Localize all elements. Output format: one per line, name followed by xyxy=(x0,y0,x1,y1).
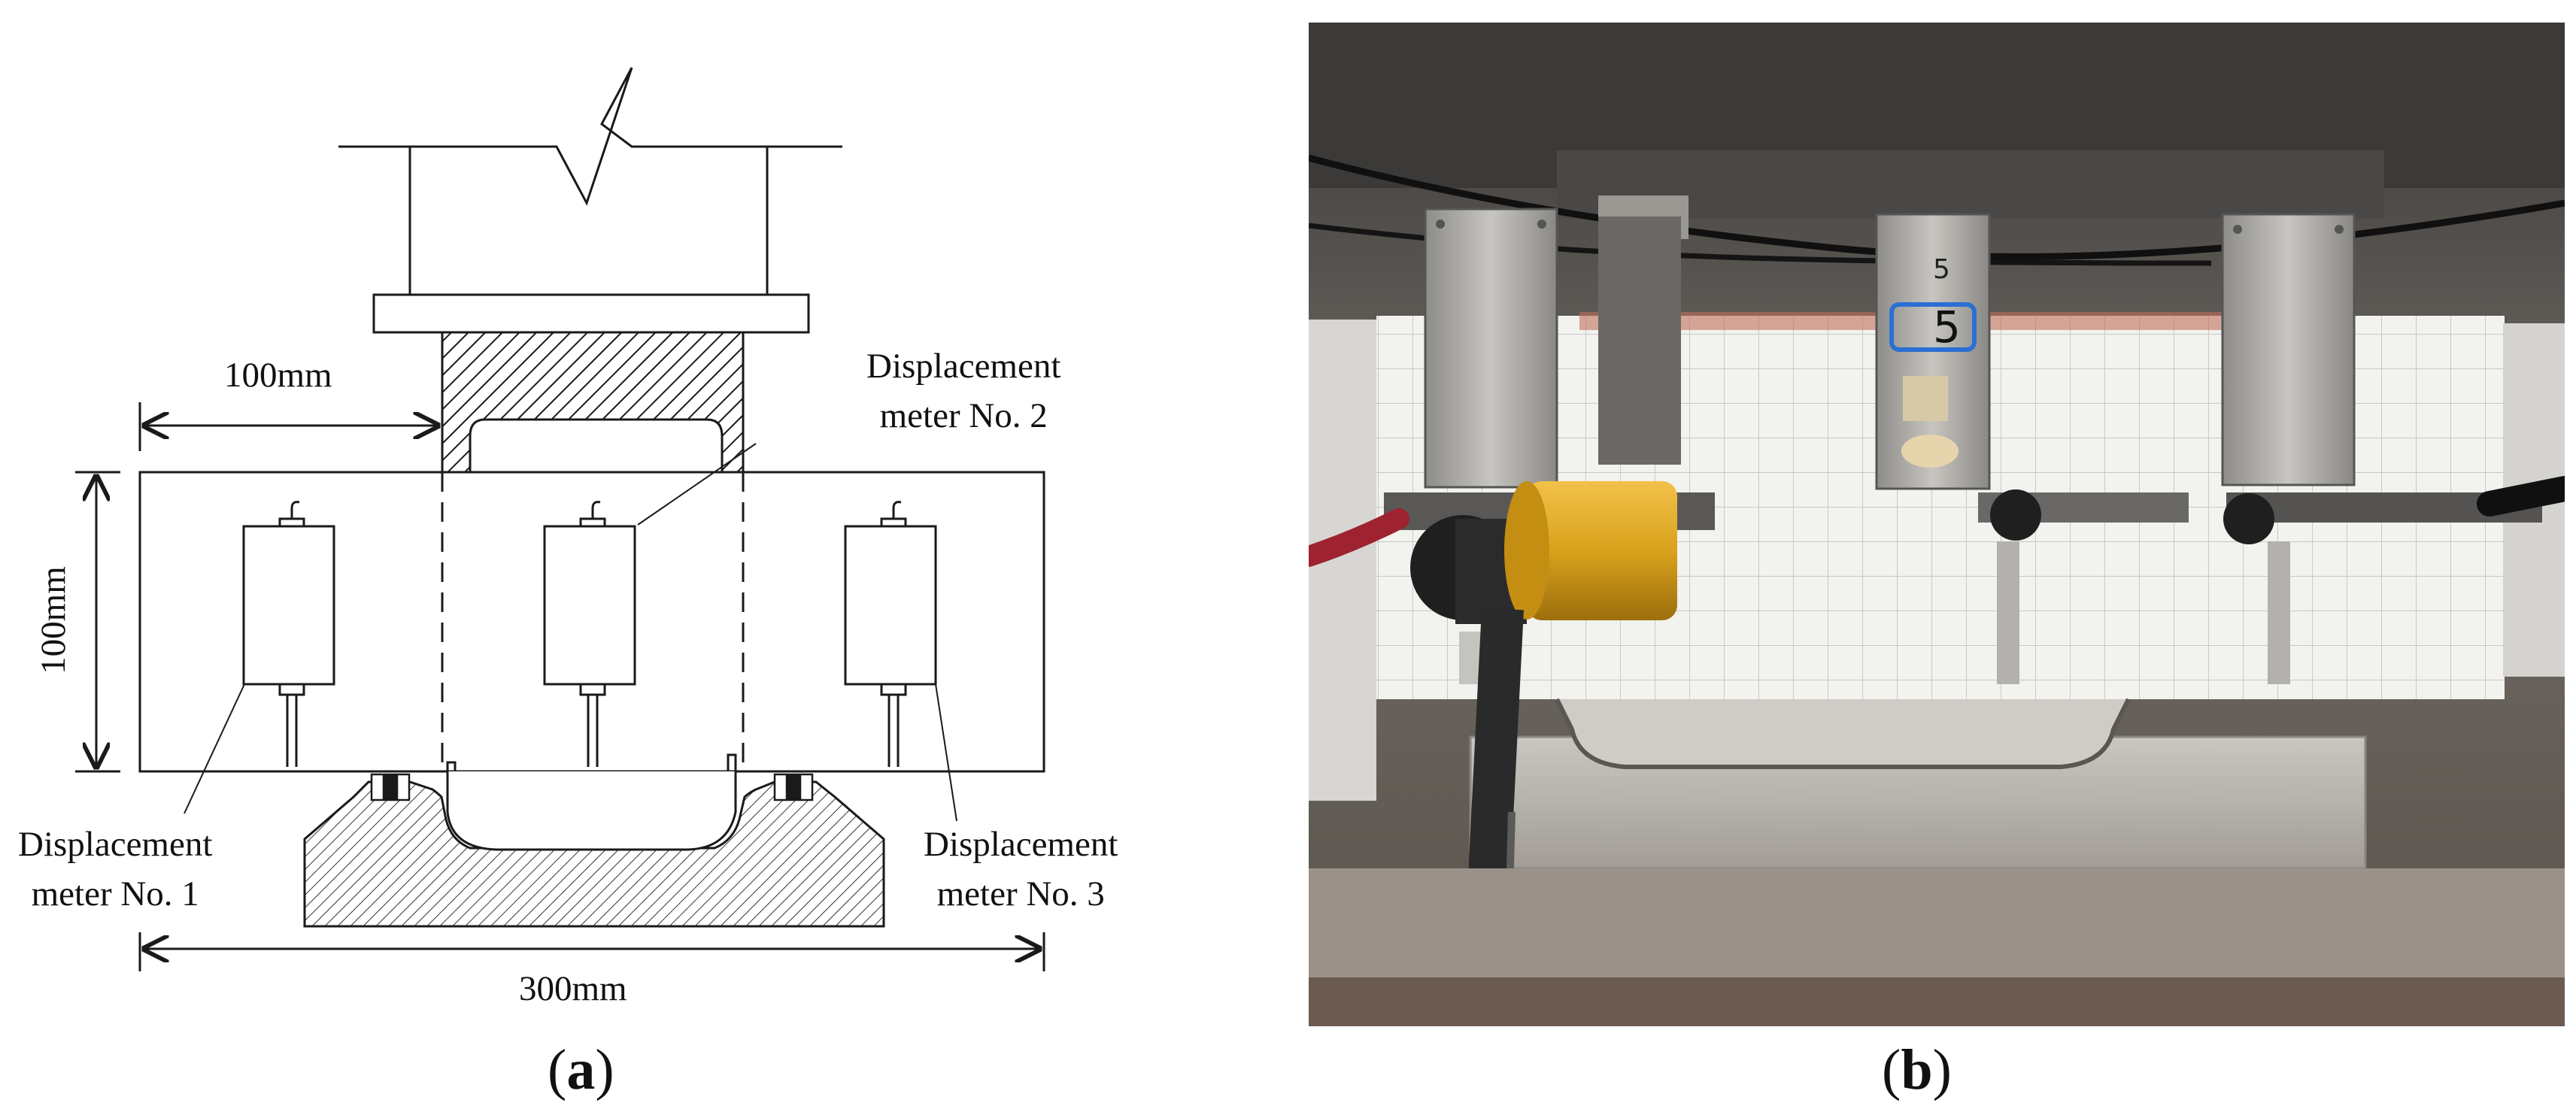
caption-b: (b) xyxy=(1882,1038,1952,1101)
middle-channel xyxy=(446,753,737,771)
bolt-right xyxy=(773,773,814,801)
displacement-meter-1 xyxy=(242,501,335,767)
label-meter-2-line1: Displacement xyxy=(866,347,1061,386)
label-meter-1-line2: meter No. 1 xyxy=(31,874,199,913)
label-meter-2: Displacement meter No. 2 xyxy=(866,341,1060,441)
label-meter-3-line1: Displacement xyxy=(924,825,1118,864)
base-support xyxy=(303,780,885,928)
leader-meter-1 xyxy=(184,683,245,814)
displacement-meter-2 xyxy=(543,501,636,767)
dim-label-width-top: 100mm xyxy=(224,356,332,395)
loading-block xyxy=(441,331,745,474)
cable-red xyxy=(1309,508,1409,567)
knob-center xyxy=(1990,489,2041,541)
label-meter-2-line2: meter No. 2 xyxy=(879,396,1048,435)
loading-plate xyxy=(372,293,810,334)
gold-displacement-meter xyxy=(1527,481,1677,620)
label-meter-3: Displacement meter No. 3 xyxy=(924,820,1118,919)
dim-label-width-bottom: 300mm xyxy=(519,969,627,1008)
steel-plate-center: 5 5 xyxy=(1598,195,1991,490)
leader-meter-2 xyxy=(637,443,757,526)
base-channel xyxy=(446,771,737,851)
plate-scribble-5: 5 xyxy=(1933,254,1950,285)
plate-number-5: 5 xyxy=(1933,301,1961,353)
displacement-meter-3 xyxy=(844,501,937,767)
bolt-left xyxy=(370,773,411,801)
dim-label-height: 100mm xyxy=(34,566,73,674)
caption-a: (a) xyxy=(548,1038,614,1101)
steel-plate-left xyxy=(1424,208,1558,489)
label-meter-3-line2: meter No. 3 xyxy=(936,874,1105,913)
label-meter-1: Displacement meter No. 1 xyxy=(18,820,212,919)
test-photograph: 5 5 xyxy=(1309,23,2565,1026)
caption-b-letter: b xyxy=(1901,1038,1933,1101)
steel-plate-right xyxy=(2221,213,2356,486)
leader-meter-3 xyxy=(935,683,957,822)
loading-beam-top-edge xyxy=(338,67,842,206)
label-meter-1-line1: Displacement xyxy=(18,825,213,864)
schematic-diagram xyxy=(75,67,1045,971)
caption-a-letter: a xyxy=(566,1038,596,1101)
knob-right xyxy=(2223,493,2274,544)
